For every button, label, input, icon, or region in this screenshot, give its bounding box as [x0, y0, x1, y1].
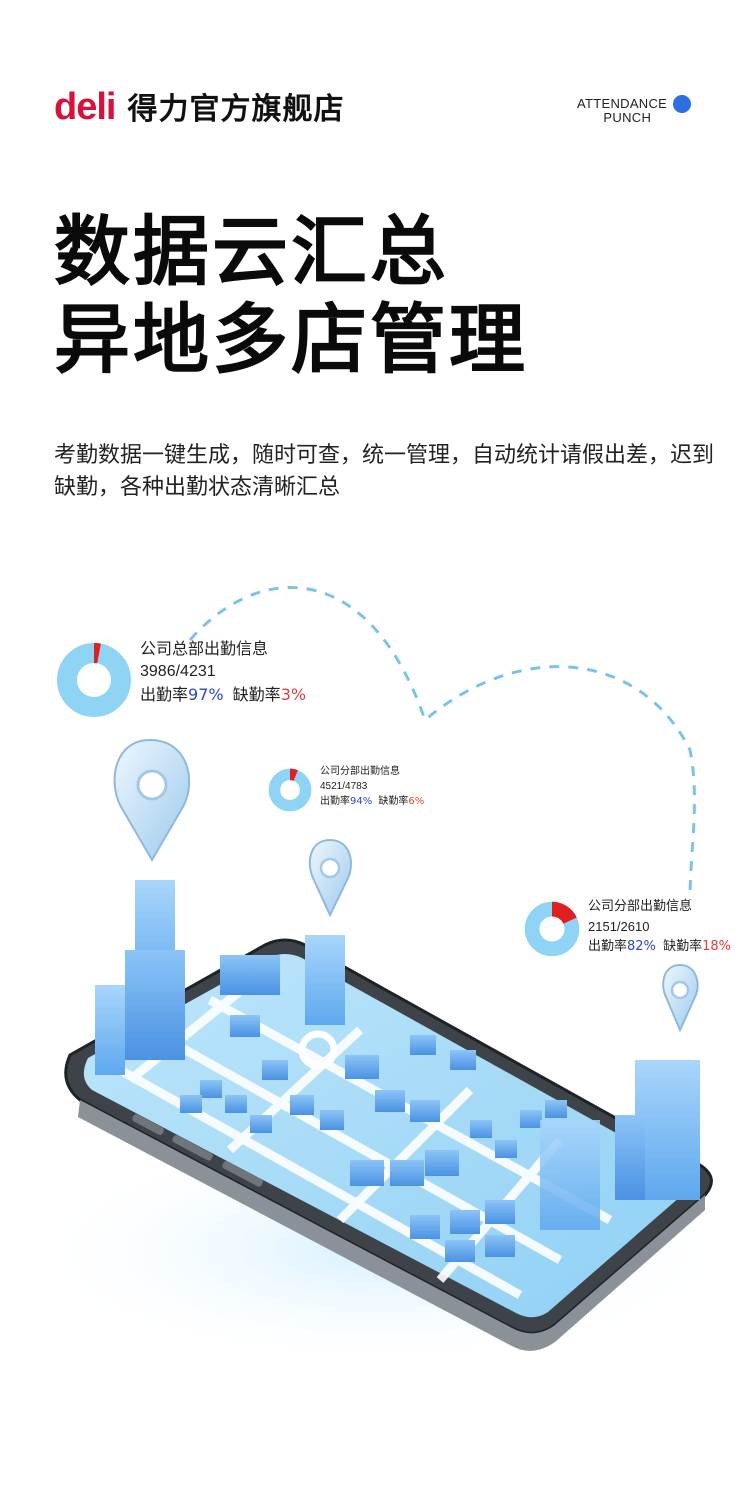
- phone-side-button: [222, 1161, 263, 1187]
- location-pin-icon: [113, 738, 191, 862]
- city-blocks: [180, 955, 567, 1262]
- absence-rate: 6%: [408, 796, 425, 807]
- absence-label: 缺勤率: [663, 939, 703, 954]
- store-name: 得力官方旗舰店: [127, 92, 345, 127]
- phone-side-button: [132, 1114, 164, 1135]
- attendance-rate: 94%: [350, 796, 373, 807]
- absence-label: 缺勤率: [232, 685, 281, 704]
- attendance-label: 出勤率: [140, 685, 189, 704]
- phone-screen: [83, 954, 692, 1318]
- attendance-rate: 82%: [627, 939, 656, 954]
- absence-rate: 3%: [280, 685, 307, 704]
- location-pin-icon: [308, 838, 352, 918]
- stat-title: 公司总部出勤信息: [140, 639, 269, 658]
- headline-line2: 异地多店管理: [54, 295, 528, 384]
- stat-counts: 2151/2610: [588, 919, 650, 934]
- stat-counts: 3986/4231: [140, 663, 216, 680]
- brand: deli 得力官方旗舰店: [54, 88, 344, 126]
- absence-label: 缺勤率: [378, 796, 409, 807]
- tagline-line1: ATTENDANCE: [577, 96, 668, 111]
- header: deli 得力官方旗舰店 ATTENDANCE PUNCH: [0, 0, 746, 150]
- map-roundabout: [298, 1030, 338, 1070]
- phone-city-illustration: [20, 586, 740, 1370]
- donut-chart-icon: [57, 643, 131, 717]
- tall-building-center: [305, 935, 345, 1025]
- absence-rate: 18%: [702, 939, 731, 954]
- deli-logo: deli: [54, 86, 116, 128]
- phone-side-button: [172, 1135, 213, 1161]
- stat-counts: 4521/4783: [320, 781, 368, 792]
- tagline-line2: PUNCH: [603, 110, 652, 125]
- tall-building-right: [540, 1060, 700, 1230]
- dashed-route-line: [188, 586, 696, 901]
- donut-chart-icon: [524, 901, 580, 957]
- attendance-rate: 97%: [188, 685, 224, 704]
- description: 考勤数据一键生成，随时可查，统一管理，自动统计请假出差，迟到缺勤，各种出勤状态清…: [54, 443, 715, 500]
- tall-building-left: [95, 880, 185, 1075]
- stat-title: 公司分部出勤信息: [588, 899, 693, 914]
- attendance-label: 出勤率: [588, 939, 628, 954]
- attendance-label: 出勤率: [320, 796, 350, 807]
- stat-title: 公司分部出勤信息: [320, 766, 400, 777]
- attendance-punch-tagline: ATTENDANCE PUNCH: [577, 95, 691, 125]
- blue-dot-icon: [673, 95, 691, 113]
- donut-chart-icon: [268, 768, 312, 812]
- location-pin-icon: [662, 963, 699, 1033]
- headline-line1: 数据云汇总: [54, 207, 449, 296]
- headline: 数据云汇总 异地多店管理: [54, 208, 528, 384]
